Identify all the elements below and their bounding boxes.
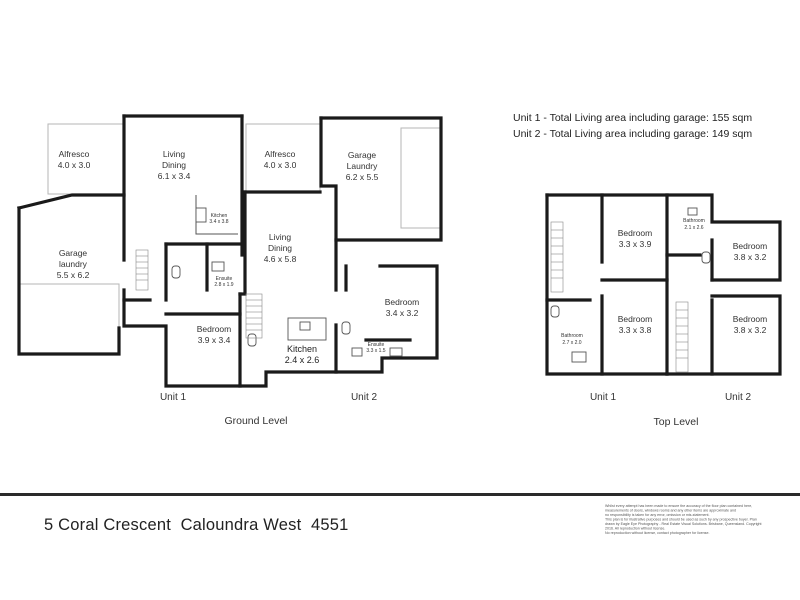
room-top-bedroom-3-name: Bedroom bbox=[618, 314, 653, 324]
room-garage-1-name: Garage bbox=[59, 248, 88, 258]
room-garage-2-name: Garage bbox=[348, 150, 377, 160]
room-top-bathroom-2-dims: 2.1 x 2.6 bbox=[684, 225, 703, 231]
disclaimer-line: measurements of doors, windows rooms and… bbox=[605, 509, 736, 513]
top-unit2-upper-wall bbox=[665, 193, 782, 282]
room-bedroom-2-name: Bedroom bbox=[385, 297, 420, 307]
ground-unit2-plan: Alfresco 4.0 x 3.0 Garage Laundry 6.2 x … bbox=[238, 116, 443, 403]
top-unit1-label: Unit 1 bbox=[590, 392, 617, 403]
room-garage-1-dims: 5.5 x 6.2 bbox=[57, 270, 90, 280]
top-unit2-lower-wall bbox=[665, 294, 782, 376]
top-level-plan: Bedroom 3.3 x 3.9 Bathroom 2.1 x 2.6 Bed… bbox=[545, 193, 782, 403]
garage2-left-wall bbox=[319, 116, 338, 292]
room-kitchen-2-dims: 2.4 x 2.6 bbox=[285, 355, 320, 365]
room-alfresco-1-dims: 4.0 x 3.0 bbox=[58, 160, 91, 170]
living2-left-wall bbox=[238, 190, 247, 296]
top-toilet-fixture bbox=[550, 305, 560, 318]
top-stair-wall bbox=[545, 193, 604, 264]
room-kitchen-2-name: Kitchen bbox=[287, 344, 317, 354]
room-garage-2-name2: Laundry bbox=[347, 161, 378, 171]
top-bath-vanity-fixture bbox=[571, 351, 587, 363]
room-ensuite-2-name: Ensuite bbox=[368, 342, 385, 348]
garage-top-wall bbox=[17, 193, 126, 210]
bedroom-exterior-wall bbox=[122, 288, 242, 388]
room-top-bathroom-2-name: Bathroom bbox=[683, 218, 705, 224]
room-alfresco-1-name: Alfresco bbox=[59, 149, 90, 159]
room-living-2-dims: 4.6 x 5.8 bbox=[264, 254, 297, 264]
disclaimer-line: no responsibility is taken for any error… bbox=[605, 513, 709, 517]
room-kitchen-1-name: Kitchen bbox=[211, 213, 228, 219]
ensuite2-basin-fixture bbox=[389, 347, 403, 357]
garage-lower-outline bbox=[18, 283, 120, 355]
room-bedroom-1-dims: 3.9 x 3.4 bbox=[198, 335, 231, 345]
room-kitchen-1-dims: 3.4 x 3.8 bbox=[209, 219, 228, 225]
room-living-1-name: Living bbox=[163, 149, 185, 159]
ground-unit1-stairs bbox=[135, 249, 149, 291]
top-level-label: Top Level bbox=[654, 416, 699, 428]
toilet-fixture-3 bbox=[341, 321, 351, 335]
vanity-fixture bbox=[211, 261, 225, 272]
island-sink-fixture bbox=[299, 321, 311, 331]
room-top-bedroom-1-dims: 3.3 x 3.9 bbox=[619, 239, 652, 249]
top-bath2-basin-fixture bbox=[687, 207, 698, 216]
room-garage-1-name2: laundry bbox=[59, 259, 88, 269]
garage-2-inner-outline bbox=[400, 127, 442, 229]
garage-exterior-wall bbox=[17, 206, 121, 356]
ground-unit2-stairs bbox=[245, 293, 263, 339]
room-bedroom-2-dims: 3.4 x 3.2 bbox=[386, 308, 419, 318]
room-alfresco-2-dims: 4.0 x 3.0 bbox=[264, 160, 297, 170]
alfresco-outline bbox=[47, 123, 125, 195]
ground-level-label: Ground Level bbox=[224, 415, 287, 427]
ground-unit2-label: Unit 2 bbox=[351, 392, 378, 403]
kitchen-sink-fixture bbox=[195, 207, 207, 223]
top-toilet2-fixture bbox=[701, 251, 711, 264]
room-top-bedroom-2-name: Bedroom bbox=[733, 241, 768, 251]
property-address: 5 Coral Crescent Caloundra West 4551 bbox=[44, 516, 349, 534]
top-unit1-stairs bbox=[550, 221, 564, 293]
top-unit1-bedroom-wall bbox=[600, 193, 669, 376]
room-alfresco-2-name: Alfresco bbox=[265, 149, 296, 159]
top-unit2-stairs bbox=[675, 301, 689, 373]
room-top-bathroom-1-name: Bathroom bbox=[561, 333, 583, 339]
room-ensuite-1-dims: 2.8 x 1.9 bbox=[214, 282, 233, 288]
disclaimer-line: No reproduction without license, contact… bbox=[605, 531, 709, 535]
room-living-2-name: Living bbox=[269, 232, 291, 242]
disclaimer-line: This plan is for illustrative purposes a… bbox=[605, 518, 757, 522]
disclaimer-line: 2016. All reproduction without license. bbox=[605, 527, 665, 531]
room-top-bathroom-1-dims: 2.7 x 2.0 bbox=[562, 340, 581, 346]
ensuite2-vanity-fixture bbox=[351, 347, 363, 357]
toilet-fixture bbox=[171, 265, 181, 279]
room-living-1-name2: Dining bbox=[162, 160, 186, 170]
ground-unit1-plan: Alfresco 4.0 x 3.0 Living Dining 6.1 x 3… bbox=[17, 114, 257, 403]
unit2-area-summary: Unit 2 - Total Living area including gar… bbox=[513, 128, 752, 140]
disclaimer-line: drawn by Eagle Eye Photography - Real Es… bbox=[605, 522, 762, 526]
bedroom2-exterior-wall bbox=[334, 264, 439, 374]
room-bedroom-1-name: Bedroom bbox=[197, 324, 232, 334]
disclaimer-line: Whilst every attempt has been made to en… bbox=[605, 504, 752, 508]
room-top-bedroom-3-dims: 3.3 x 3.8 bbox=[619, 325, 652, 335]
room-living-2-name2: Dining bbox=[268, 243, 292, 253]
room-living-1-dims: 6.1 x 3.4 bbox=[158, 171, 191, 181]
disclaimer-block: Whilst every attempt has been made to en… bbox=[605, 504, 762, 535]
unit1-area-summary: Unit 1 - Total Living area including gar… bbox=[513, 112, 752, 124]
footer-divider bbox=[0, 493, 800, 496]
room-top-bedroom-2-dims: 3.8 x 3.2 bbox=[734, 252, 767, 262]
room-top-bedroom-4-name: Bedroom bbox=[733, 314, 768, 324]
room-ensuite-2-dims: 3.3 x 1.5 bbox=[366, 348, 385, 354]
kitchen2-bottom-wall bbox=[238, 370, 338, 388]
toilet-fixture-2 bbox=[247, 333, 257, 347]
top-unit2-label: Unit 2 bbox=[725, 392, 752, 403]
ground-unit1-label: Unit 1 bbox=[160, 392, 187, 403]
room-top-bedroom-1-name: Bedroom bbox=[618, 228, 653, 238]
room-garage-2-dims: 6.2 x 5.5 bbox=[346, 172, 379, 182]
room-ensuite-1-name: Ensuite bbox=[216, 276, 233, 282]
top-left-wall bbox=[545, 193, 669, 376]
room-top-bedroom-4-dims: 3.8 x 3.2 bbox=[734, 325, 767, 335]
garage2-wall bbox=[319, 116, 443, 242]
